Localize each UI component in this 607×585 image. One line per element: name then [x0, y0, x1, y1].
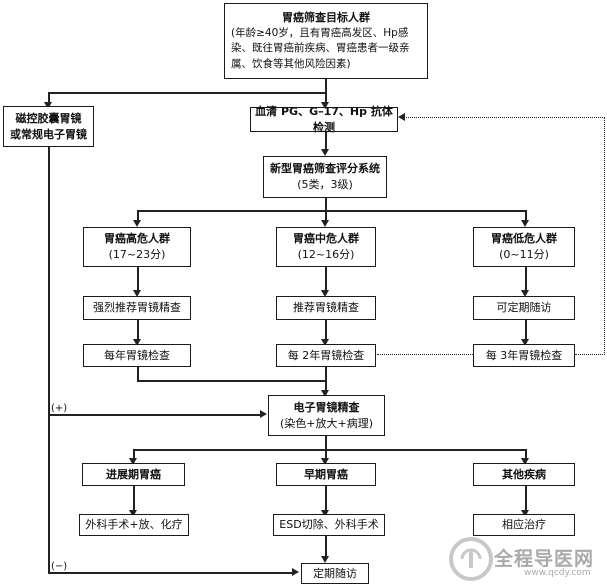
connector [48, 92, 326, 94]
dotted-connector [575, 354, 605, 355]
arrow-head [321, 149, 329, 156]
arrow-head [321, 290, 329, 297]
risk-name: 胃癌高危人群 [104, 232, 170, 246]
arrow-head [521, 220, 529, 227]
target-title: 胃癌筛查目标人群 [282, 11, 370, 25]
connector [525, 210, 527, 222]
watermark-url: www.qcdy.com [524, 568, 591, 578]
endoscopy-title: 电子胃镜精查 [293, 400, 360, 414]
low-risk-box: 胃癌低危人群 (0~11分) [473, 227, 575, 267]
advanced-cancer-box: 进展期胃癌 [82, 463, 185, 486]
positive-label: (+) [51, 403, 68, 414]
connector [325, 319, 327, 341]
capsule-endoscopy-box: 磁控胶囊胃镜 或常规电子胃镜 [3, 106, 94, 147]
risk-range: (0~11分) [499, 248, 549, 261]
scoring-system-box: 新型胃癌筛查评分系统 (5类，3级) [263, 156, 387, 198]
arrow-head [321, 339, 329, 346]
arrow-head [321, 556, 329, 563]
connector [133, 449, 526, 451]
watermark-brand: 全程导医网 [494, 548, 595, 570]
arrow-head [521, 290, 529, 297]
low-risk-recommend-box: 可定期随访 [473, 296, 575, 320]
connector [137, 266, 139, 292]
connector [137, 366, 139, 380]
dotted-connector [406, 117, 605, 118]
serum-test-box: 血清 PG、G–17、Hp 抗体检测 [250, 105, 398, 134]
connector [137, 319, 139, 341]
target-description: (年龄≥40岁，且有胃癌高发区、Hp感染、既往胃癌前疾病、胃癌患者一级亲属、饮食… [231, 27, 410, 70]
other-disease-box: 其他疾病 [473, 463, 575, 486]
endoscopy-sub: (染色+放大+病理) [279, 416, 374, 430]
connector [137, 380, 326, 382]
medium-risk-recommend-box: 推荐胃镜精查 [276, 296, 376, 320]
target-population-box: 胃癌筛查目标人群 (年龄≥40岁，且有胃癌高发区、Hp感染、既往胃癌前疾病、胃癌… [224, 3, 428, 79]
risk-range: (17~23分) [108, 248, 166, 261]
connector [325, 366, 327, 392]
arrow-head [521, 510, 529, 517]
endoscopy-exam-box: 电子胃镜精查 (染色+放大+病理) [268, 395, 385, 436]
high-risk-box: 胃癌高危人群 (17~23分) [83, 227, 191, 267]
arrow-head [398, 113, 405, 121]
connector [325, 485, 327, 512]
high-risk-exam-box: 每年胃镜检查 [83, 344, 191, 367]
arrow-head [321, 510, 329, 517]
dotted-connector [604, 117, 605, 355]
arrow-head [292, 568, 299, 576]
connector [325, 131, 327, 151]
low-risk-exam-box: 每 3年胃镜检查 [473, 344, 575, 367]
connector [325, 535, 327, 558]
connector [325, 197, 327, 210]
arrow-head [321, 390, 329, 397]
arrow-head [521, 458, 529, 465]
connector [325, 78, 327, 102]
connector [525, 319, 527, 341]
watermark-logo-icon [449, 537, 493, 581]
connector [325, 449, 327, 460]
medium-risk-box: 胃癌中危人群 (12~16分) [276, 227, 376, 267]
arrow-head [260, 410, 267, 418]
risk-name: 胃癌低危人群 [491, 232, 557, 246]
connector [48, 572, 292, 574]
connector [325, 210, 327, 222]
arrow-head [321, 458, 329, 465]
connector [525, 449, 527, 460]
high-risk-recommend-box: 强烈推荐胃镜精查 [83, 296, 191, 320]
early-treatment-box: ESD切除、外科手术 [273, 514, 385, 536]
connector [133, 485, 135, 512]
arrow-head [133, 220, 141, 227]
other-treatment-box: 相应治疗 [473, 514, 575, 536]
arrow-head [129, 458, 137, 465]
arrow-head [129, 510, 137, 517]
scoring-sub: (5类，3级) [297, 178, 353, 191]
risk-range: (12~16分) [297, 248, 355, 261]
negative-label: (−) [51, 561, 68, 572]
arrow-head [321, 102, 329, 109]
connector [48, 92, 50, 106]
advanced-treatment-box: 外科手术+放、化疗 [79, 514, 189, 536]
connector [325, 266, 327, 292]
arrow-head [521, 339, 529, 346]
arrow-head [133, 339, 141, 346]
connector [48, 146, 50, 572]
scoring-title: 新型胃癌筛查评分系统 [270, 162, 380, 176]
dotted-connector [377, 354, 473, 355]
connector [48, 414, 262, 416]
early-cancer-box: 早期胃癌 [276, 463, 376, 486]
arrow-head [321, 220, 329, 227]
connector [525, 485, 527, 512]
connector [525, 266, 527, 292]
arrow-head [44, 102, 52, 109]
arrow-head [133, 290, 141, 297]
connector [137, 210, 526, 212]
medium-risk-exam-box: 每 2年胃镜检查 [276, 344, 376, 367]
connector [133, 449, 135, 460]
follow-up-box: 定期随访 [301, 563, 369, 584]
risk-name: 胃癌中危人群 [293, 232, 359, 246]
connector [137, 210, 139, 222]
connector [325, 435, 327, 449]
